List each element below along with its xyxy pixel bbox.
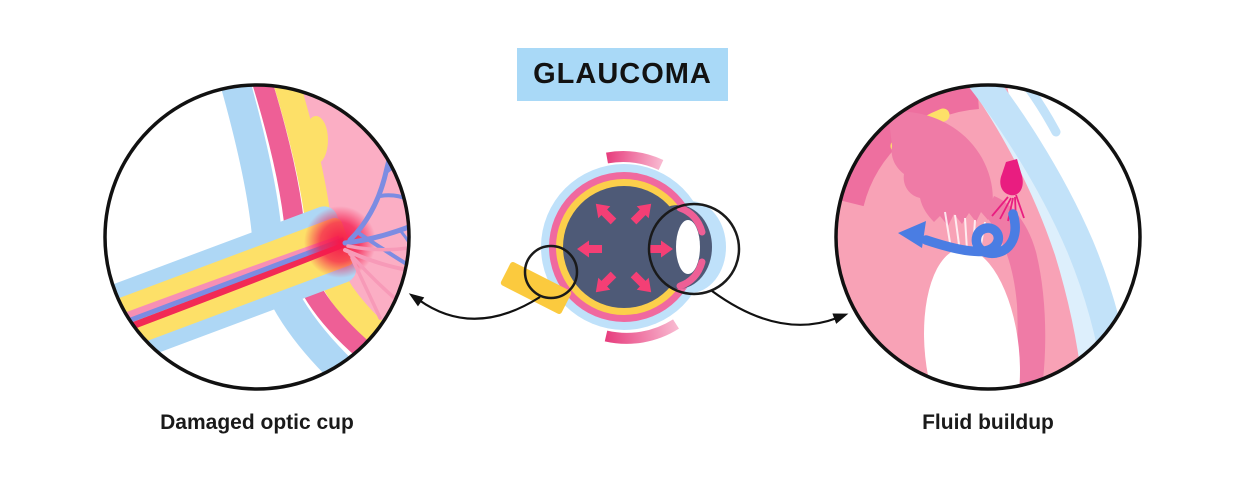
damaged-optic-cup-illustration bbox=[105, 85, 409, 389]
connector-arrow-left bbox=[408, 293, 541, 320]
cornea-highlight bbox=[982, 85, 1054, 150]
eye-lens bbox=[676, 220, 700, 274]
pressure-arrow-down-right bbox=[630, 271, 652, 293]
eye-cross-section bbox=[500, 151, 726, 344]
limbus-lower bbox=[676, 258, 706, 290]
pressure-arrow-down-left bbox=[595, 271, 617, 293]
retina-interior bbox=[285, 85, 409, 389]
vitreous bbox=[563, 186, 685, 308]
fluid-flow-arrow bbox=[898, 209, 1020, 258]
pressure-arrow-left bbox=[577, 240, 602, 258]
optic-cup-damage bbox=[304, 206, 376, 278]
page-title: GLAUCOMA bbox=[533, 58, 712, 90]
retina-bulge bbox=[304, 116, 328, 164]
pressure-arrows bbox=[577, 203, 673, 293]
right-magnifier-circle bbox=[834, 83, 1142, 391]
cornea-zoom-target bbox=[647, 202, 741, 296]
pressure-arrow-right bbox=[648, 240, 673, 258]
pressure-crescent-top bbox=[606, 151, 664, 171]
pressure-crescent-bottom bbox=[604, 319, 679, 344]
fluid-buildup-illustration bbox=[836, 85, 1140, 389]
blocked-drainage bbox=[991, 159, 1025, 222]
pressure-arrow-up-left bbox=[595, 203, 617, 225]
title-banner: GLAUCOMA bbox=[517, 48, 728, 101]
label-fluid-buildup: Fluid buildup bbox=[922, 411, 1054, 434]
left-magnifier-circle bbox=[103, 83, 411, 391]
label-damaged-optic-cup: Damaged optic cup bbox=[160, 411, 354, 434]
pressure-arrow-up-right bbox=[630, 203, 652, 225]
limbus-upper bbox=[676, 204, 706, 236]
optic-nerve-stub bbox=[500, 262, 572, 314]
optic-nerve-zoom-target bbox=[523, 244, 579, 300]
ciliary-body bbox=[888, 111, 993, 226]
connector-arrow-right bbox=[711, 290, 849, 326]
lens bbox=[924, 248, 1020, 389]
iris-tail bbox=[985, 196, 1046, 389]
